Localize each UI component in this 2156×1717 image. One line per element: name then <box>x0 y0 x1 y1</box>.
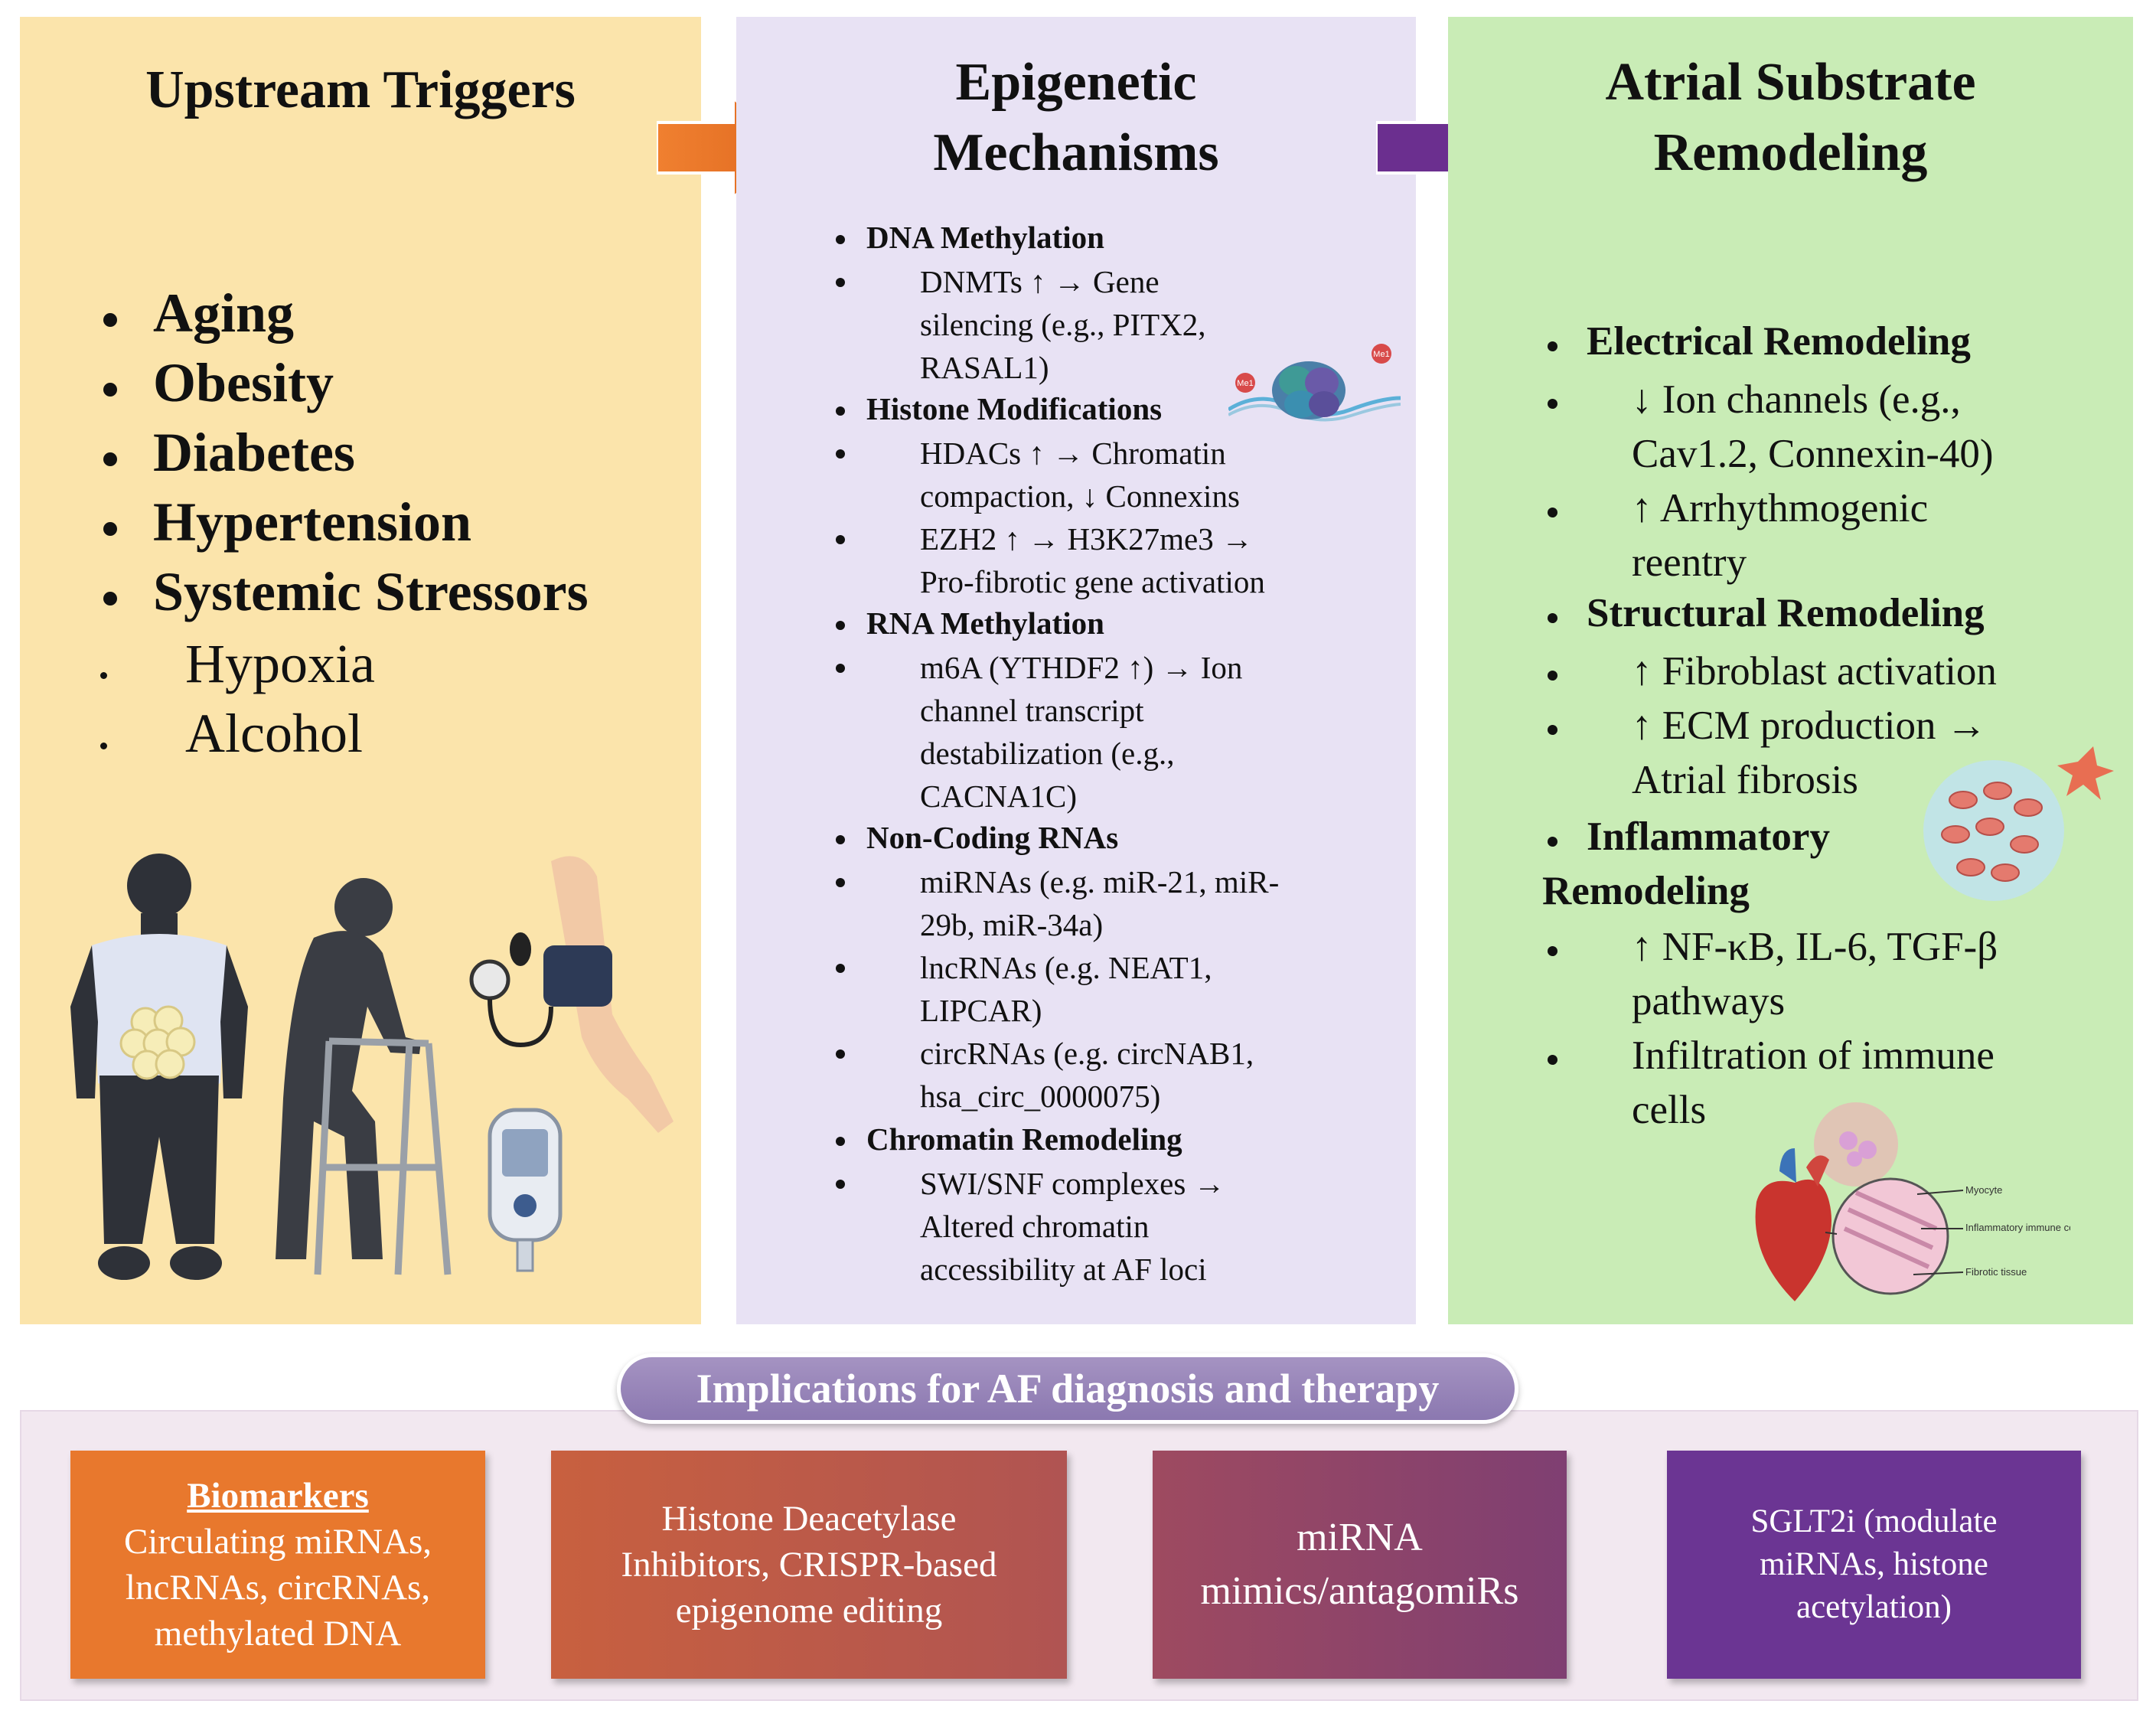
trigger-aging: Aging <box>153 282 295 344</box>
structural-remodeling-heading: Structural Remodeling <box>1587 591 1985 635</box>
nucleosome-dna-icon: Me1 Me1 <box>1228 344 1401 422</box>
bullet <box>836 664 845 673</box>
inflammatory-remodeling-heading-2: Remodeling <box>1542 869 1750 913</box>
therapy-line: mimics/antagomiRs <box>1200 1569 1519 1613</box>
therapy-line: miRNA <box>1297 1516 1423 1559</box>
hdac-crispr-box: Histone Deacetylase Inhibitors, CRISPR-b… <box>551 1451 1067 1679</box>
elderly-person-walker-icon <box>276 878 452 1275</box>
epigenetic-mechanisms-panel: Epigenetic Mechanisms <box>736 17 1416 1324</box>
atrial-substrate-panel: Atrial Substrate Remodeling <box>1448 17 2133 1324</box>
therapy-line: epigenome editing <box>675 1591 943 1630</box>
chromatin-remodeling-heading: Chromatin Remodeling <box>866 1121 1182 1157</box>
bullet <box>103 522 117 536</box>
inflammatory-item-1: ↑ NF-κB, IL-6, TGF-β pathways <box>1632 925 1998 1023</box>
trigger-systemic-stressors: Systemic Stressors <box>153 561 589 622</box>
noncoding-item-3: circRNAs (e.g. circNAB1, hsa_circ_000007… <box>920 1036 1254 1114</box>
histone-modifications-heading: Histone Modifications <box>866 391 1163 426</box>
heart-label-fibrotic-tissue: Fibrotic tissue <box>1965 1266 2027 1278</box>
noncoding-item-1: miRNAs (e.g. miR-21, miR- 29b, miR-34a) <box>920 864 1280 942</box>
rna-methylation-heading: RNA Methylation <box>866 606 1104 641</box>
panel-title-triggers: Upstream Triggers <box>145 60 576 119</box>
bullet <box>836 1137 845 1146</box>
therapy-line: Inhibitors, CRISPR-based <box>621 1545 997 1585</box>
heart-label-immune-cells: Inflammatory immune cells <box>1965 1222 2070 1233</box>
mirna-mimics-box: miRNA mimics/antagomiRs <box>1153 1451 1567 1679</box>
noncoding-item-2: lncRNAs (e.g. NEAT1, LIPCAR) <box>920 950 1212 1028</box>
sglt2i-box: SGLT2i (modulate miRNAs, histone acetyla… <box>1667 1451 2081 1679</box>
heart-inflammation-icon: Myocyte Inflammatory immune cells Fibrot… <box>1755 1102 2070 1301</box>
panel-title-epigenetic-line2: Mechanisms <box>933 123 1219 182</box>
bullet <box>836 278 845 287</box>
biomarkers-line: lncRNAs, circRNAs, <box>125 1568 431 1608</box>
bullet <box>103 383 117 397</box>
inflammatory-item-2: Infiltration of immune cells <box>1632 1033 1995 1132</box>
bullet <box>836 235 845 244</box>
histone-item-1: HDACs ↑ → Chromatin compaction, ↓ Connex… <box>920 436 1240 514</box>
bullet <box>836 1049 845 1059</box>
panel-title-substrate-line2: Remodeling <box>1653 123 1928 182</box>
fibrosis-tissue-icon <box>1923 746 2114 901</box>
dna-methylation-heading: DNA Methylation <box>866 220 1104 255</box>
bullet <box>1548 1055 1557 1065</box>
trigger-obesity: Obesity <box>153 352 334 413</box>
biomarkers-box: Biomarkers Circulating miRNAs, lncRNAs, … <box>70 1451 485 1679</box>
bullet-small <box>100 672 107 679</box>
bullet <box>836 835 845 844</box>
bullet <box>1548 946 1557 956</box>
chromatin-item: SWI/SNF complexes → Altered chromatin ac… <box>920 1166 1225 1287</box>
methyl-label: Me1 <box>1237 379 1253 388</box>
therapy-line: Histone Deacetylase <box>661 1499 957 1539</box>
implications-title: Implications for AF diagnosis and therap… <box>617 1353 1518 1424</box>
dna-methylation-item: DNMTs ↑ → Gene silencing (e.g., PITX2, R… <box>920 264 1206 385</box>
bullet <box>103 313 117 327</box>
heart-label-myocyte: Myocyte <box>1965 1184 2002 1196</box>
histone-item-2: EZH2 ↑ → H3K27me3 → Pro-fibrotic gene ac… <box>920 521 1265 599</box>
bullet <box>836 964 845 973</box>
biomarkers-heading: Biomarkers <box>187 1476 369 1516</box>
bullet <box>103 452 117 466</box>
trigger-alcohol: Alcohol <box>185 703 363 764</box>
trigger-hypoxia: Hypoxia <box>185 633 375 694</box>
bullet <box>1548 508 1557 517</box>
bullet <box>836 406 845 416</box>
structural-item-2: ↑ ECM production → Atrial fibrosis <box>1632 703 1987 802</box>
electrical-item-1: ↓ Ion channels (e.g., Cav1.2, Connexin-4… <box>1632 377 1994 476</box>
biomarkers-line: methylated DNA <box>154 1614 402 1653</box>
bullet <box>836 535 845 544</box>
therapy-line: miRNAs, histone <box>1760 1546 1988 1582</box>
bullet <box>1548 613 1557 623</box>
electrical-remodeling-heading: Electrical Remodeling <box>1587 319 1971 364</box>
inflammatory-remodeling-heading-1: Inflammatory <box>1587 814 1830 859</box>
bullet <box>836 1180 845 1189</box>
trigger-diabetes: Diabetes <box>153 422 355 483</box>
glucometer-icon <box>488 1108 563 1272</box>
bullet <box>836 621 845 630</box>
bullet <box>1548 671 1557 681</box>
electrical-item-2: ↑ Arrhythmogenic reentry <box>1632 486 1929 585</box>
bullet <box>1548 725 1557 735</box>
rna-methylation-item: m6A (YTHDF2 ↑) → Ion channel transcript … <box>920 650 1243 814</box>
bullet-small <box>100 743 107 749</box>
non-coding-rnas-heading: Non-Coding RNAs <box>866 820 1119 855</box>
bullet <box>103 592 117 606</box>
risk-factors-illustration <box>70 854 674 1280</box>
structural-item-1: ↑ Fibroblast activation <box>1632 649 1997 694</box>
blood-pressure-cuff-icon <box>469 856 674 1133</box>
bullet <box>836 878 845 887</box>
bullet <box>1548 837 1557 847</box>
panel-title-substrate-line1: Atrial Substrate <box>1605 53 1976 112</box>
trigger-hypertension: Hypertension <box>153 491 472 553</box>
methyl-label: Me1 <box>1373 350 1389 359</box>
therapy-line: SGLT2i (modulate <box>1750 1503 1998 1539</box>
biomarkers-line: Circulating miRNAs, <box>123 1522 432 1562</box>
panel-title-epigenetic-line1: Epigenetic <box>955 53 1197 112</box>
bullet <box>1548 399 1557 409</box>
obese-person-icon <box>70 854 248 1280</box>
therapy-line: acetylation) <box>1796 1589 1952 1625</box>
bullet <box>836 449 845 459</box>
bullet <box>1548 341 1557 351</box>
